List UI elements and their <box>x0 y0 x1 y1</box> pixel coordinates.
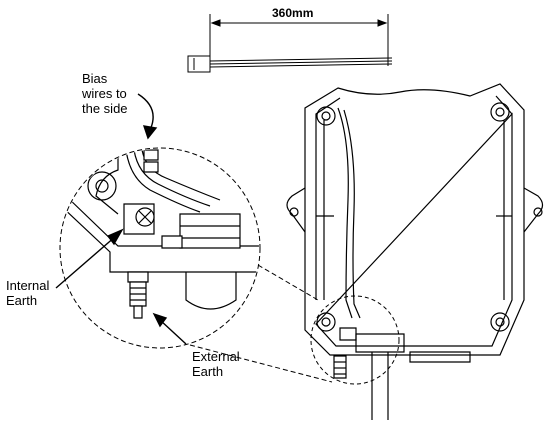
enclosure <box>287 84 543 420</box>
detail-callout-lines <box>190 265 332 382</box>
detail-callout-circle <box>311 296 399 384</box>
detail-internals <box>60 148 270 318</box>
internal-earth-label: Internal Earth <box>6 278 50 308</box>
leader-arrows <box>56 94 186 344</box>
cable <box>188 56 392 72</box>
bias-wires-label: Bias wires to the side <box>82 71 128 116</box>
external-earth-label: External Earth <box>192 349 240 379</box>
cable-length-label: 360mm <box>272 6 314 20</box>
